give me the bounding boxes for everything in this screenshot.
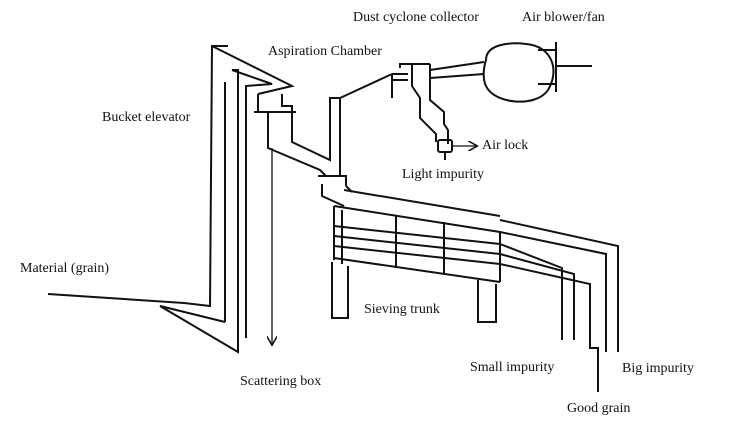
label-air-lock: Air lock — [482, 138, 529, 153]
label-material-grain: Material (grain) — [20, 261, 110, 276]
label-aspiration-chamber: Aspiration Chamber — [268, 44, 382, 59]
label-light-impurity: Light impurity — [402, 167, 485, 182]
label-good-grain: Good grain — [567, 401, 631, 416]
material-inlet-pipe — [47, 45, 239, 354]
outlet-pipes — [499, 219, 619, 392]
blower-duct — [429, 61, 485, 79]
air-lock — [437, 139, 476, 160]
label-air-blower-fan: Air blower/fan — [522, 10, 605, 25]
label-small-impurity: Small impurity — [470, 360, 555, 375]
bucket-elevator — [159, 45, 295, 338]
label-bucket-elevator: Bucket elevator — [102, 110, 191, 125]
label-big-impurity: Big impurity — [622, 361, 694, 376]
label-sieving-trunk: Sieving trunk — [364, 302, 440, 317]
air-blower-fan — [482, 42, 592, 103]
aspiration-chamber — [254, 94, 353, 207]
label-dust-cyclone-collector: Dust cyclone collector — [353, 10, 479, 25]
dust-cyclone-collector — [339, 63, 449, 144]
label-scattering-box: Scattering box — [240, 374, 322, 389]
